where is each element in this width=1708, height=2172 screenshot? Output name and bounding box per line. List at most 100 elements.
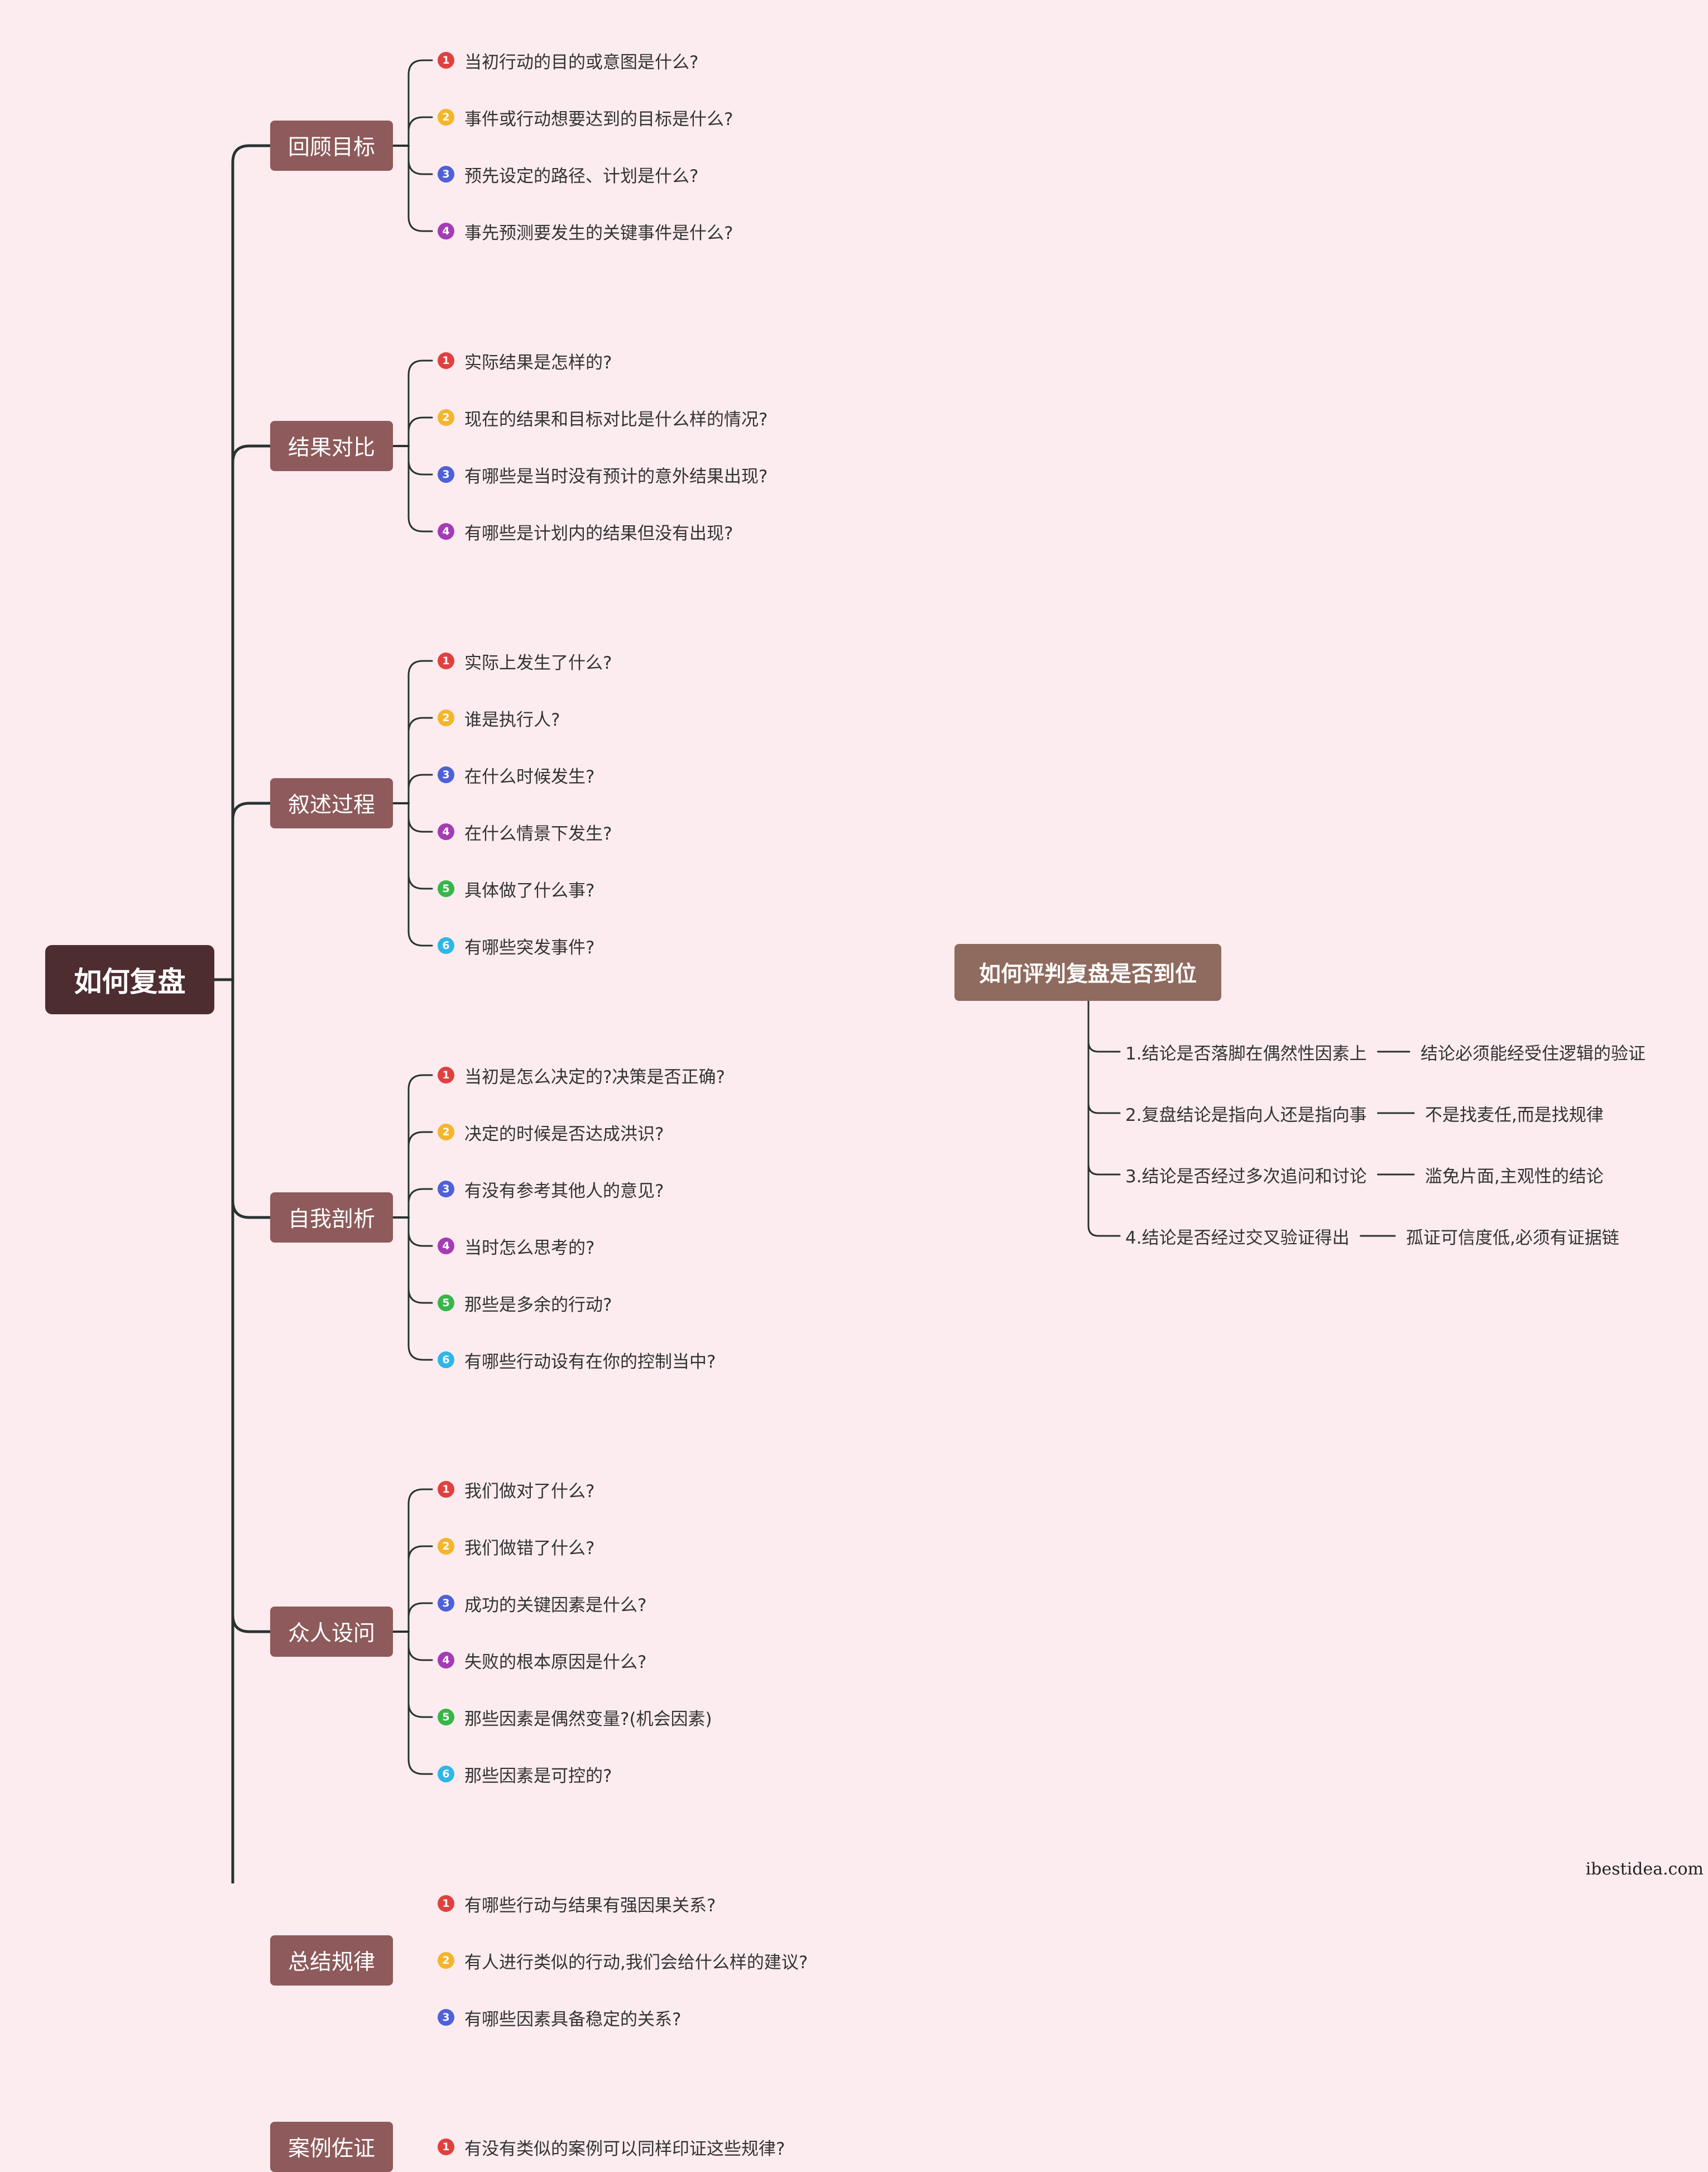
question-text: 有没有参考其他人的意见?	[464, 1181, 664, 1201]
connector	[407, 1631, 433, 1775]
number-badge-icon: 4	[438, 1238, 454, 1254]
criterion-note[interactable]: 滥免片面,主观性的结论	[1425, 1166, 1604, 1187]
question-text: 在什么时候发生?	[464, 766, 595, 787]
number-badge-icon: 1	[438, 1481, 454, 1498]
number-badge-icon: 6	[438, 1351, 454, 1368]
number-badge-icon: 2	[438, 1952, 454, 1969]
question-text: 有人进行类似的行动,我们会给什么样的建议?	[464, 1952, 808, 1973]
connector	[1087, 1102, 1121, 1114]
criterion-label[interactable]: 2.复盘结论是指向人还是指向事	[1125, 1105, 1367, 1125]
number-badge-icon: 5	[438, 880, 454, 897]
connector	[407, 1188, 433, 1219]
question-item[interactable]: 2 有人进行类似的行动,我们会给什么样的建议?	[438, 1944, 808, 1977]
number-badge-icon: 3	[438, 466, 454, 483]
connector	[407, 802, 433, 890]
connector	[407, 1074, 433, 1219]
question-item[interactable]: 6 有哪些行动设有在你的控制当中?	[438, 1343, 716, 1377]
number-badge-icon: 1	[438, 1895, 454, 1912]
branch-2[interactable]: 结果对比	[270, 421, 393, 471]
question-text: 有哪些行动设有在你的控制当中?	[464, 1351, 716, 1372]
question-text: 有哪些行动与结果有强因果关系?	[464, 1895, 716, 1916]
question-text: 当初行动的目的或意图是什么?	[464, 52, 699, 73]
question-text: 我们做错了什么?	[464, 1538, 595, 1559]
number-badge-icon: 5	[438, 1294, 454, 1311]
connector	[407, 1631, 433, 1661]
connector	[1087, 1041, 1121, 1053]
question-text: 事件或行动想要达到的目标是什么?	[464, 109, 733, 130]
number-badge-icon: 4	[438, 1652, 454, 1668]
connector	[407, 1216, 433, 1361]
question-text: 有哪些突发事件?	[464, 937, 595, 958]
question-item[interactable]: 2 我们做错了什么?	[438, 1529, 594, 1563]
connector	[407, 1216, 433, 1247]
connector	[407, 445, 433, 476]
criterion-note[interactable]: 结论必须能经受住逻辑的验证	[1421, 1043, 1645, 1064]
question-item[interactable]: 2 现在的结果和目标对比是什么样的情况?	[438, 401, 767, 434]
number-badge-icon: 3	[438, 166, 454, 183]
branch-5[interactable]: 众人设问	[270, 1607, 393, 1657]
number-badge-icon: 2	[438, 109, 454, 126]
connector	[407, 1602, 433, 1633]
question-item[interactable]: 4 当时怎么思考的?	[438, 1229, 594, 1263]
connector	[231, 1199, 272, 1219]
number-badge-icon: 2	[438, 409, 454, 426]
evaluation-topic[interactable]: 如何评判复盘是否到位	[954, 944, 1221, 1001]
criterion-label[interactable]: 1.结论是否落脚在偶然性因素上	[1125, 1043, 1367, 1064]
criterion-label[interactable]: 4.结论是否经过交叉验证得出	[1125, 1228, 1350, 1248]
connector	[407, 145, 433, 175]
branch-7[interactable]: 案例佐证	[270, 2122, 393, 2172]
question-item[interactable]: 3 预先设定的路径、计划是什么?	[438, 157, 698, 191]
criterion-note[interactable]: 孤证可信度低,必须有证据链	[1406, 1228, 1619, 1248]
branch-1[interactable]: 回顾目标	[270, 121, 393, 171]
question-text: 成功的关键因素是什么?	[464, 1595, 647, 1615]
branch-3[interactable]: 叙述过程	[270, 778, 393, 828]
question-item[interactable]: 1 有哪些行动与结果有强因果关系?	[438, 1887, 716, 1920]
main-topic[interactable]: 如何复盘	[45, 945, 214, 1014]
branch-4[interactable]: 自我剖析	[270, 1192, 393, 1243]
number-badge-icon: 3	[438, 1595, 454, 1612]
question-text: 现在的结果和目标对比是什么样的情况?	[464, 409, 768, 430]
branch-6[interactable]: 总结规律	[270, 1935, 393, 1986]
number-badge-icon: 1	[438, 653, 454, 669]
question-text: 我们做对了什么?	[464, 1481, 595, 1502]
question-item[interactable]: 5 具体做了什么事?	[438, 872, 594, 905]
number-badge-icon: 2	[438, 1538, 454, 1555]
question-text: 当时怎么思考的?	[464, 1238, 595, 1258]
connector	[407, 59, 433, 147]
connector	[1087, 1163, 1121, 1176]
question-text: 具体做了什么事?	[464, 880, 595, 901]
question-text: 预先设定的路径、计划是什么?	[464, 166, 699, 186]
connector	[407, 1488, 433, 1633]
connector	[231, 444, 272, 464]
question-item[interactable]: 3 成功的关键因素是什么?	[438, 1586, 646, 1620]
connector	[407, 1631, 433, 1718]
connector	[231, 144, 272, 164]
criterion-note[interactable]: 不是找麦任,而是找规律	[1425, 1105, 1604, 1125]
criterion-label[interactable]: 3.结论是否经过多次追问和讨论	[1125, 1166, 1367, 1187]
connector	[407, 1131, 433, 1219]
question-item[interactable]: 1 我们做对了什么?	[438, 1473, 594, 1506]
question-item[interactable]: 2 事件或行动想要达到的目标是什么?	[438, 100, 733, 134]
number-badge-icon: 2	[438, 709, 454, 726]
connector	[407, 717, 433, 804]
